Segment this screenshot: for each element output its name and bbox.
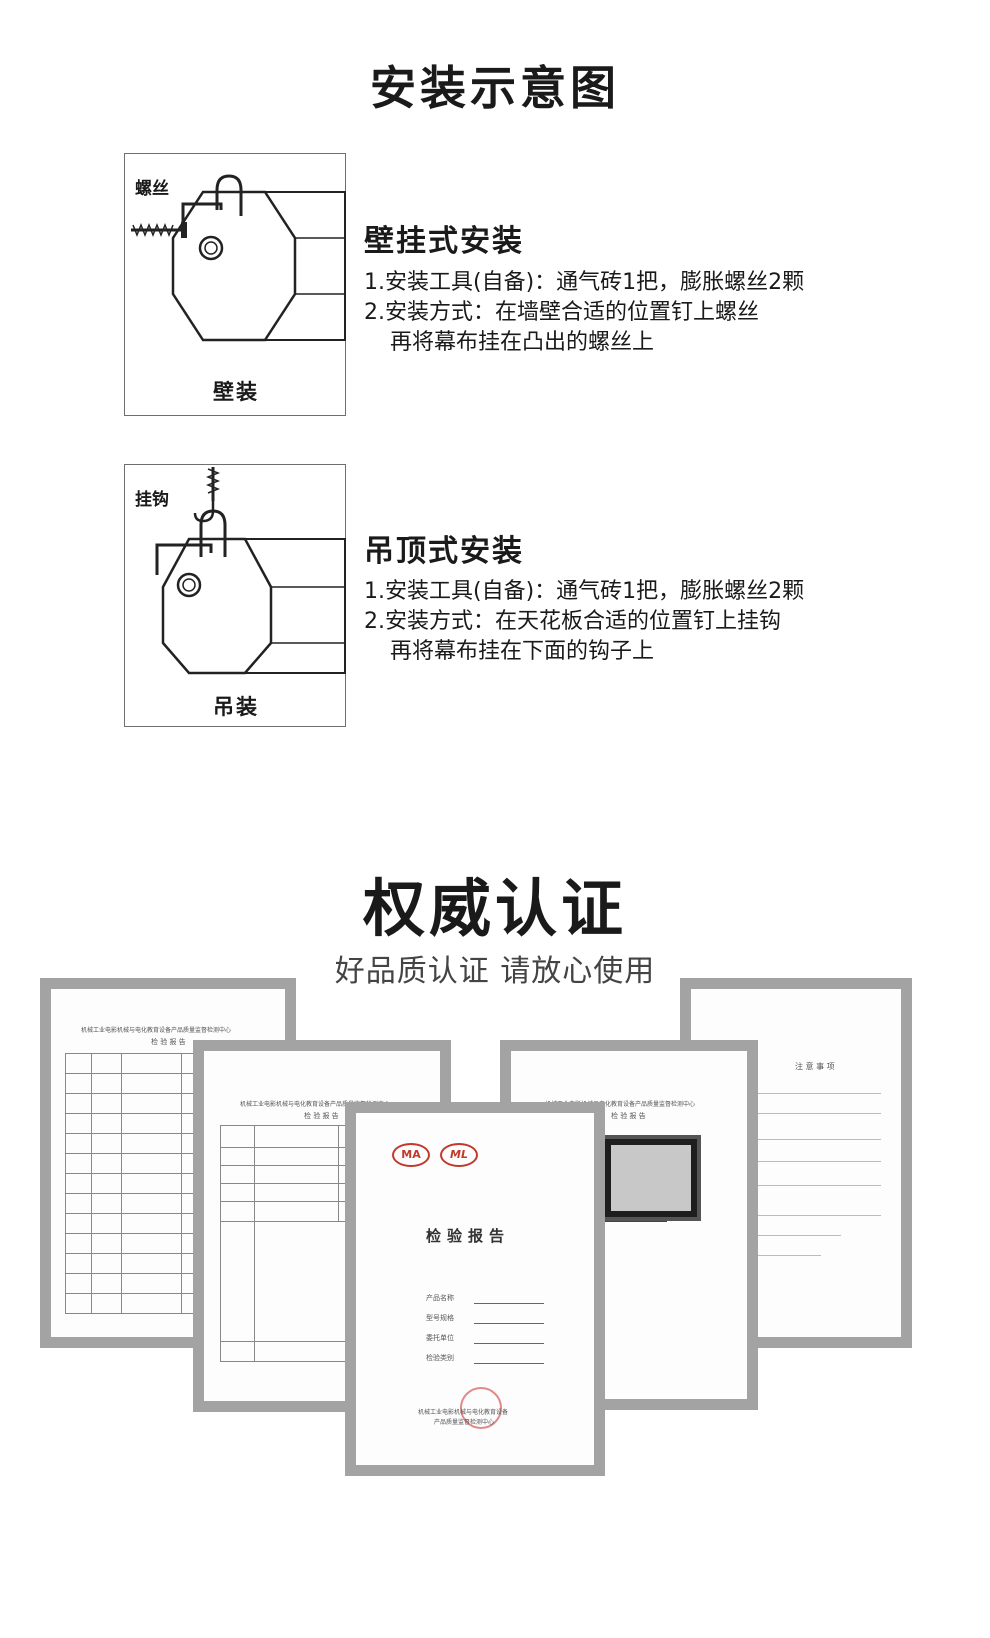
certificate-2-header: 机械工业电影机械与电化教育设备产品质量监督检测中心 [240,1101,391,1108]
wall-mount-step-3: 再将幕布挂在凸出的螺丝上 [390,330,655,355]
certificate-4-header: 机械工业电影机械与电化教育设备产品质量监督检测中心 [545,1101,696,1108]
certificate-3-footer-1: 机械工业电影机械与电化教育设备 [418,1409,509,1416]
ceiling-mount-illustration [155,467,346,675]
certificate-3-page: MA ML 检验报告 产品名称 型号规格 委托单位 检验类别 机械工业电影机械与… [356,1113,594,1465]
ceiling-mount-diagram: 挂钩 吊装 [124,464,346,727]
ma-logo: MA [392,1143,430,1167]
certificate-1-heading: 检 验 报 告 [151,1038,186,1046]
ceiling-mount-caption: 吊装 [213,695,259,719]
certificate-4-photo [601,1135,701,1221]
certificate-4-heading: 检 验 报 告 [611,1112,646,1120]
ceiling-mount-step-2: 2.安装方式：在天花板合适的位置钉上挂钩 [364,609,781,634]
certificate-3-field-4: 检验类别 [426,1354,454,1362]
certificate-3-heading: 检验报告 [426,1227,511,1245]
hook-label: 挂钩 [135,490,169,510]
certificate-3: MA ML 检验报告 产品名称 型号规格 委托单位 检验类别 机械工业电影机械与… [345,1102,605,1476]
certificate-3-field-1: 产品名称 [426,1294,454,1302]
certificate-3-field-3: 委托单位 [426,1334,454,1342]
wall-mount-caption: 壁装 [213,380,259,404]
wall-mount-diagram: 螺丝 壁装 [124,153,346,416]
install-section-title: 安装示意图 [370,61,620,115]
wall-mount-illustration [131,174,346,342]
certificate-5-heading: 注 意 事 项 [795,1062,835,1071]
wall-mount-step-1: 1.安装工具(自备)：通气砖1把，膨胀螺丝2颗 [364,270,805,295]
ceiling-mount-step-3: 再将幕布挂在下面的钩子上 [390,639,655,664]
ml-logo: ML [440,1143,478,1167]
official-seal [460,1387,502,1429]
ceiling-mount-step-1: 1.安装工具(自备)：通气砖1把，膨胀螺丝2颗 [364,579,805,604]
ceiling-mount-title: 吊顶式安装 [364,534,524,569]
wall-mount-title: 壁挂式安装 [364,224,524,259]
certificate-3-footer-2: 产品质量监督检测中心 [434,1419,495,1426]
certificate-1-header: 机械工业电影机械与电化教育设备产品质量监督检测中心 [81,1027,232,1034]
cert-section-subtitle: 好品质认证 请放心使用 [334,954,656,989]
wall-mount-step-2: 2.安装方式：在墙壁合适的位置钉上螺丝 [364,300,759,325]
certificate-3-field-2: 型号规格 [426,1314,454,1322]
cert-section-title: 权威认证 [362,872,627,945]
certificate-2-heading: 检 验 报 告 [304,1112,339,1120]
screw-label: 螺丝 [135,179,169,199]
